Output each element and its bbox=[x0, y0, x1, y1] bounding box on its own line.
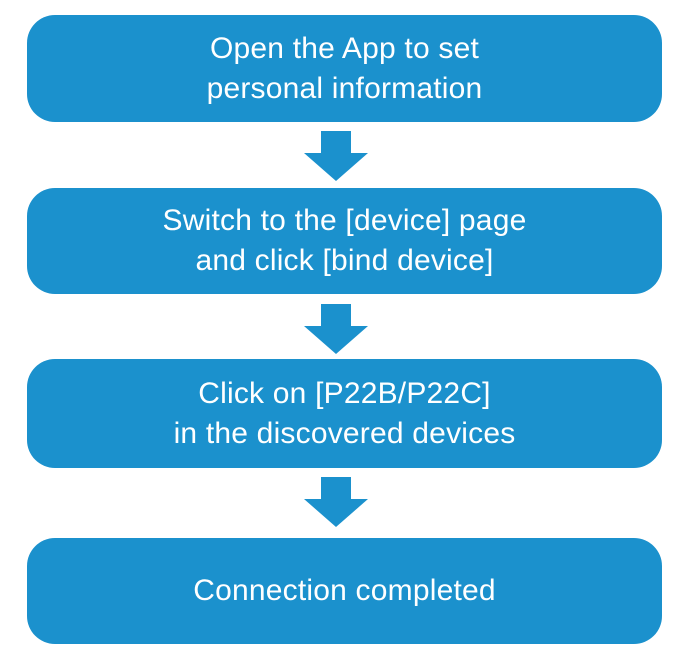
step-text-line: Connection completed bbox=[193, 574, 496, 607]
step-box-switch-device-page: Switch to the [device] page and click [b… bbox=[27, 188, 662, 294]
step-text-line: and click [bind device] bbox=[195, 244, 494, 277]
down-arrow-icon bbox=[304, 131, 368, 181]
step-text-line: in the discovered devices bbox=[173, 416, 516, 450]
step-text-line: Switch to the [device] page bbox=[162, 204, 527, 237]
step-box-click-discovered-device: Click on [P22B/P22C] in the discovered d… bbox=[27, 359, 662, 468]
step-box-connection-completed: Connection completed bbox=[27, 538, 662, 644]
step-text-line: Open the App to set bbox=[210, 31, 479, 65]
step-text-line: Click on [P22B/P22C] bbox=[198, 376, 491, 410]
down-arrow-icon bbox=[304, 304, 368, 354]
down-arrow-icon bbox=[304, 477, 368, 527]
step-box-open-app: Open the App to set personal information bbox=[27, 15, 662, 122]
step-text-line: personal information bbox=[206, 71, 483, 105]
